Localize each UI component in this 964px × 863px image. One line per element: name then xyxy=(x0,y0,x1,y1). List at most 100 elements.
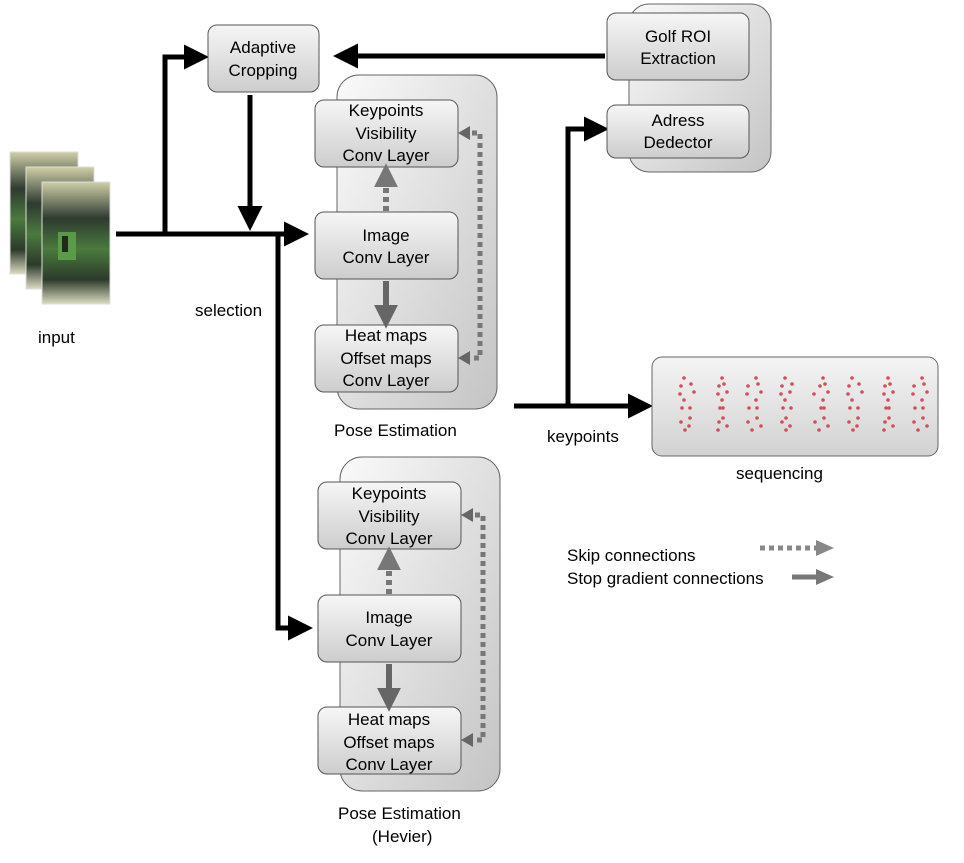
adaptive-cropping-box: Adaptive Cropping xyxy=(207,24,320,93)
pose2-keypoints-line-2: Visibility xyxy=(358,507,420,526)
pose2-heatmaps-line-1: Heat maps xyxy=(348,710,430,729)
keypoint-dot xyxy=(812,392,816,396)
adaptive-cropping-line-1: Adaptive xyxy=(230,38,296,57)
legend-stop-gradient-label: Stop gradient connections xyxy=(567,569,764,588)
keypoint-dot xyxy=(883,384,887,388)
pose2-heatmaps-line-3: Conv Layer xyxy=(346,755,433,774)
keypoint-dot xyxy=(817,428,821,432)
pose1-image-line-1: Image xyxy=(362,226,409,245)
keypoint-dot xyxy=(911,392,915,396)
keypoint-dot xyxy=(912,384,916,388)
keypoint-dot xyxy=(754,376,758,380)
keypoint-dot xyxy=(850,376,854,380)
keypoint-dot xyxy=(750,428,754,432)
sequencing-box xyxy=(651,356,939,457)
keypoint-dot xyxy=(756,382,760,386)
keypoint-dot xyxy=(857,382,861,386)
keypoint-dot xyxy=(920,376,924,380)
address-detector-box: Adress Dedector xyxy=(606,104,750,159)
keypoint-dot xyxy=(823,382,827,386)
keypoint-dot xyxy=(682,376,686,380)
adaptive-cropping-line-2: Cropping xyxy=(229,61,298,80)
skip-connection-loop-2 xyxy=(468,512,486,743)
keypoint-dot xyxy=(856,416,860,420)
keypoint-dot xyxy=(860,390,864,394)
keypoint-dot xyxy=(826,424,830,428)
input-flow-lines xyxy=(116,43,691,641)
keypoint-dot xyxy=(716,392,720,396)
keypoint-dot xyxy=(847,420,851,424)
keypoint-dot xyxy=(759,424,763,428)
keypoint-dot xyxy=(680,406,684,410)
keypoint-dot xyxy=(716,428,720,432)
keypoint-dot xyxy=(746,420,750,424)
keypoint-dot xyxy=(784,416,788,420)
keypoint-dot xyxy=(679,420,683,424)
keypoint-dot xyxy=(683,428,687,432)
keypoint-dot xyxy=(718,406,722,410)
keypoint-dot xyxy=(887,416,891,420)
keypoint-dot xyxy=(925,424,929,428)
keypoint-dot xyxy=(747,406,751,410)
keypoint-dot xyxy=(783,398,787,402)
legend-stop-gradient-arrowhead xyxy=(816,569,834,585)
pose2-image-line-2: Conv Layer xyxy=(346,631,433,650)
keypoint-dot xyxy=(922,382,926,386)
legend-skip-arrowhead xyxy=(816,540,834,556)
keypoint-dot xyxy=(855,424,859,428)
keypoint-dot xyxy=(745,392,749,396)
keypoint-dot xyxy=(717,420,721,424)
keypoint-dot xyxy=(780,384,784,388)
keypoint-dot xyxy=(781,406,785,410)
keypoint-dot xyxy=(882,392,886,396)
keypoint-dot xyxy=(717,384,721,388)
keypoint-dot xyxy=(822,406,826,410)
keypoint-dot xyxy=(720,398,724,402)
keypoint-dot xyxy=(886,398,890,402)
pose1-keypoints-line-3: Conv Layer xyxy=(343,146,430,165)
input-label: input xyxy=(38,328,75,347)
pose-estimation-caption: Pose Estimation xyxy=(334,421,457,440)
golf-roi-line-2: Extraction xyxy=(640,49,716,68)
keypoint-dot xyxy=(788,424,792,428)
keypoint-dot xyxy=(688,416,692,420)
address-detector-line-2: Dedector xyxy=(644,133,713,152)
keypoint-dot xyxy=(921,406,925,410)
keypoint-dot xyxy=(721,406,725,410)
keypoint-dot xyxy=(886,376,890,380)
keypoint-dot xyxy=(783,376,787,380)
keypoint-dot xyxy=(920,398,924,402)
input-frames xyxy=(9,151,111,305)
keypoints-visibility-box-2: Keypoints Visibility Conv Layer xyxy=(317,481,462,550)
keypoint-dot xyxy=(888,382,892,386)
pose1-heatmaps-line-1: Heat maps xyxy=(345,326,427,345)
keypoint-dot xyxy=(821,398,825,402)
selection-label: selection xyxy=(195,301,262,320)
skip-connection-loop xyxy=(465,130,483,361)
keypoint-dot xyxy=(722,382,726,386)
roi-panel: Golf ROI Extraction Adress Dedector xyxy=(606,3,772,173)
pose-estimation-heavier-caption-1: Pose Estimation xyxy=(338,804,461,823)
pose2-keypoints-line-3: Conv Layer xyxy=(346,529,433,548)
keypoint-dot xyxy=(779,392,783,396)
keypoint-dot xyxy=(788,390,792,394)
pose2-keypoints-line-1: Keypoints xyxy=(352,484,427,503)
keypoints-label: keypoints xyxy=(547,427,619,446)
keypoints-visibility-box: Keypoints Visibility Conv Layer xyxy=(314,99,459,168)
golf-roi-line-1: Golf ROI xyxy=(645,27,711,46)
keypoint-dot xyxy=(721,416,725,420)
sequencing-label: sequencing xyxy=(736,464,823,483)
keypoint-dot xyxy=(850,398,854,402)
pose-estimation-heavier-caption-2: (Hevier) xyxy=(372,827,432,846)
keypoint-dot xyxy=(826,390,830,394)
legend: Skip connections Stop gradient connectio… xyxy=(567,540,834,588)
pose2-heatmaps-line-2: Offset maps xyxy=(343,733,434,752)
keypoint-dot xyxy=(755,406,759,410)
keypoint-dot xyxy=(688,406,692,410)
keypoint-dot xyxy=(755,416,759,420)
keypoint-dot xyxy=(754,398,758,402)
keypoint-dot xyxy=(848,406,852,410)
address-detector-line-1: Adress xyxy=(652,111,705,130)
image-conv-box-2: Image Conv Layer xyxy=(317,594,462,663)
